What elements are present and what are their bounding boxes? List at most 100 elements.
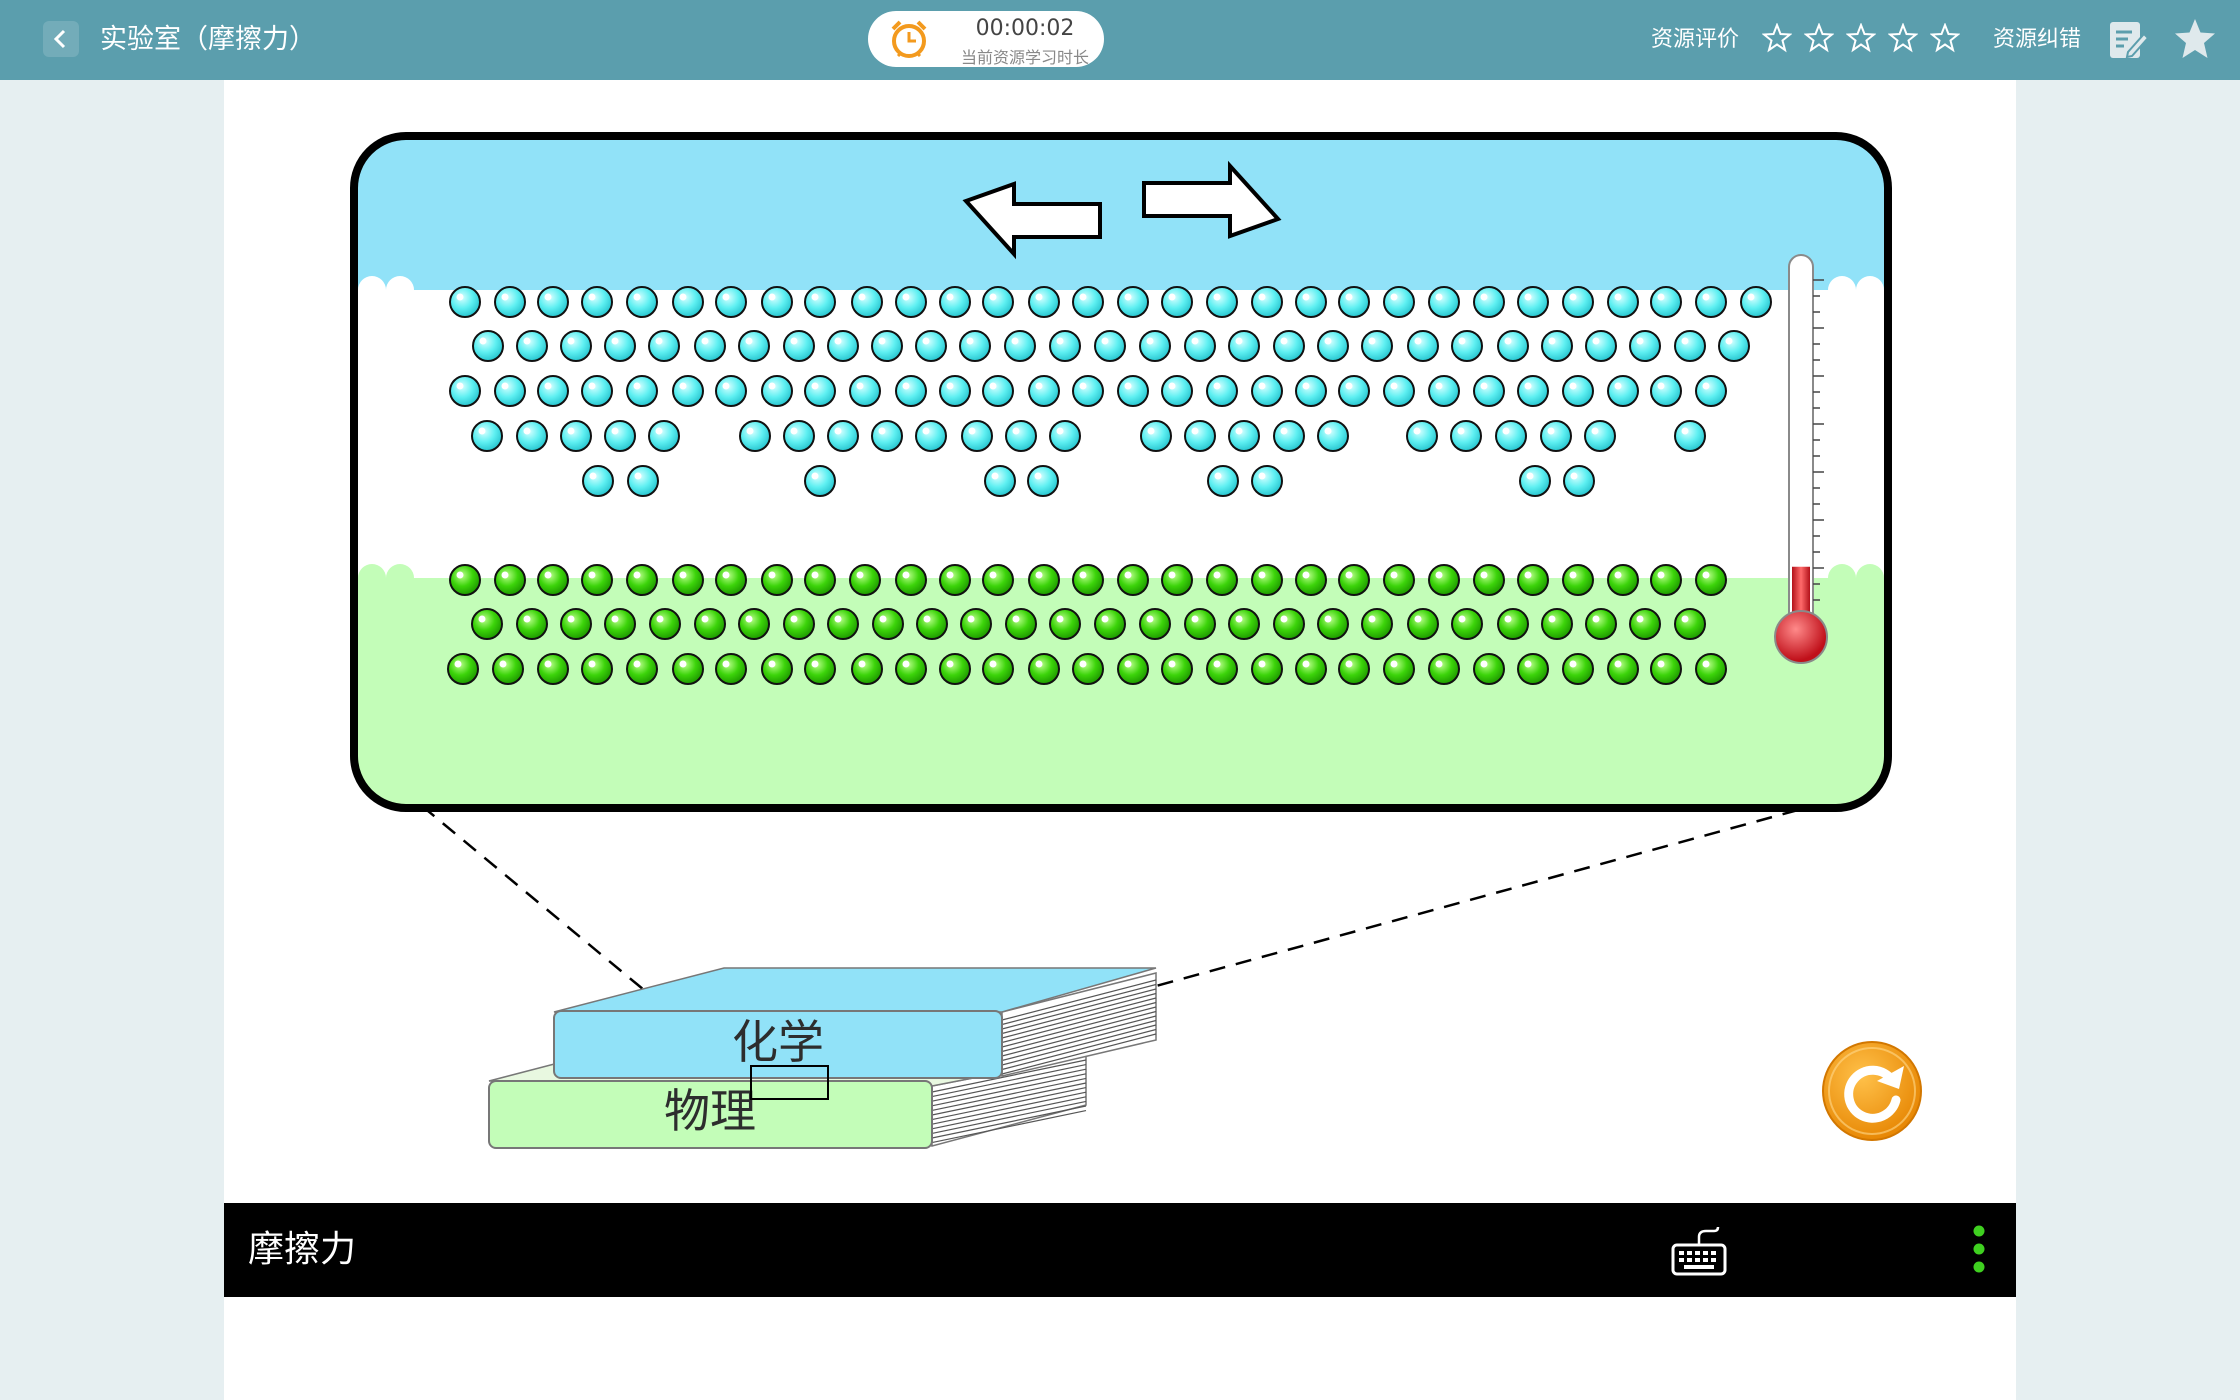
particle-lower [1273, 608, 1305, 640]
particle-upper [1094, 330, 1126, 362]
star-outline-icon [1846, 23, 1876, 53]
magnified-view [354, 136, 1888, 808]
friction-diagram: 物理 化学 [350, 132, 1922, 1149]
particle-upper [694, 330, 726, 362]
star-outline-icon [1762, 23, 1792, 53]
particle-upper [472, 330, 504, 362]
particle-lower [1295, 653, 1327, 685]
particle-lower [1338, 564, 1370, 596]
particle-lower [449, 564, 481, 596]
move-right-button[interactable] [1142, 160, 1282, 239]
particle-lower [672, 564, 704, 596]
particle-upper [560, 330, 592, 362]
particle-lower [694, 608, 726, 640]
particle-upper [537, 286, 569, 318]
particle-lower [895, 653, 927, 685]
particle-upper [581, 375, 613, 407]
particle-lower [626, 564, 658, 596]
particle-lower [1650, 653, 1682, 685]
particle-lower [1028, 653, 1060, 685]
particle-upper [1295, 286, 1327, 318]
particle-upper [761, 375, 793, 407]
particle-lower [960, 608, 992, 640]
particle-upper [1049, 330, 1081, 362]
rating-star-1[interactable] [1756, 18, 1798, 58]
particle-upper [537, 375, 569, 407]
particle-lower [939, 653, 971, 685]
particle-lower [560, 608, 592, 640]
particle-upper [1473, 375, 1505, 407]
more-vertical-icon [1973, 1225, 1985, 1273]
particle-lower [849, 564, 881, 596]
particle-upper [582, 465, 614, 497]
correction-button[interactable] [2106, 18, 2150, 62]
rating-star-5[interactable] [1924, 18, 1966, 58]
particle-upper [560, 420, 592, 452]
back-button[interactable] [43, 21, 79, 57]
particle-lower [1695, 653, 1727, 685]
particle-upper [1695, 286, 1727, 318]
upper-surface [354, 136, 1888, 290]
particle-upper [783, 420, 815, 452]
particle-lower [1607, 653, 1639, 685]
particle-upper [1161, 375, 1193, 407]
favorite-button[interactable] [2172, 16, 2218, 62]
keyboard-button[interactable] [1670, 1225, 1728, 1277]
lower-surface [354, 564, 1888, 808]
particle-upper [1273, 420, 1305, 452]
particle-lower [1585, 608, 1617, 640]
reset-button[interactable] [1822, 1041, 1922, 1141]
particle-upper [715, 286, 747, 318]
particle-lower [581, 653, 613, 685]
particle-upper [1563, 465, 1595, 497]
particle-upper [1004, 330, 1036, 362]
particle-upper [449, 286, 481, 318]
particle-upper [849, 375, 881, 407]
particle-lower [1428, 653, 1460, 685]
particle-upper [1674, 330, 1706, 362]
particle-lower [1295, 564, 1327, 596]
lower-particles [447, 564, 1727, 685]
particle-upper [1718, 330, 1750, 362]
particle-upper [1740, 286, 1772, 318]
rating-star-3[interactable] [1840, 18, 1882, 58]
particle-lower [982, 653, 1014, 685]
particle-upper [1562, 286, 1594, 318]
particle-upper [1072, 286, 1104, 318]
particle-upper [626, 286, 658, 318]
particle-upper [1585, 330, 1617, 362]
particle-lower [1497, 608, 1529, 640]
particle-lower [1473, 564, 1505, 596]
move-left-button[interactable] [962, 181, 1102, 260]
particle-lower [1383, 564, 1415, 596]
particle-upper [1361, 330, 1393, 362]
particle-lower [827, 608, 859, 640]
particle-lower [715, 653, 747, 685]
particle-upper [939, 286, 971, 318]
magnified-view-border [350, 132, 1892, 812]
particle-lower [1473, 653, 1505, 685]
particle-upper [516, 330, 548, 362]
more-menu-button[interactable] [1970, 1225, 1988, 1281]
particle-upper [1317, 330, 1349, 362]
particle-upper [1251, 286, 1283, 318]
particle-upper [1338, 375, 1370, 407]
book-chemistry-label: 化学 [732, 1015, 824, 1069]
particle-lower [1251, 564, 1283, 596]
star-outline-icon [1930, 23, 1960, 53]
particle-lower [1629, 608, 1661, 640]
particle-lower [1607, 564, 1639, 596]
particle-lower [1695, 564, 1727, 596]
particle-upper [804, 286, 836, 318]
particle-lower [1161, 564, 1193, 596]
particle-upper [1407, 330, 1439, 362]
particle-lower [626, 653, 658, 685]
book-physics-label: 物理 [664, 1084, 756, 1138]
zoom-guide-left [421, 805, 715, 1049]
book-chemistry[interactable]: 化学 [553, 967, 1157, 1079]
rating-star-2[interactable] [1798, 18, 1840, 58]
rating-star-4[interactable] [1882, 18, 1924, 58]
particle-upper [895, 375, 927, 407]
star-icon [2175, 19, 2215, 58]
particle-upper [1251, 465, 1283, 497]
